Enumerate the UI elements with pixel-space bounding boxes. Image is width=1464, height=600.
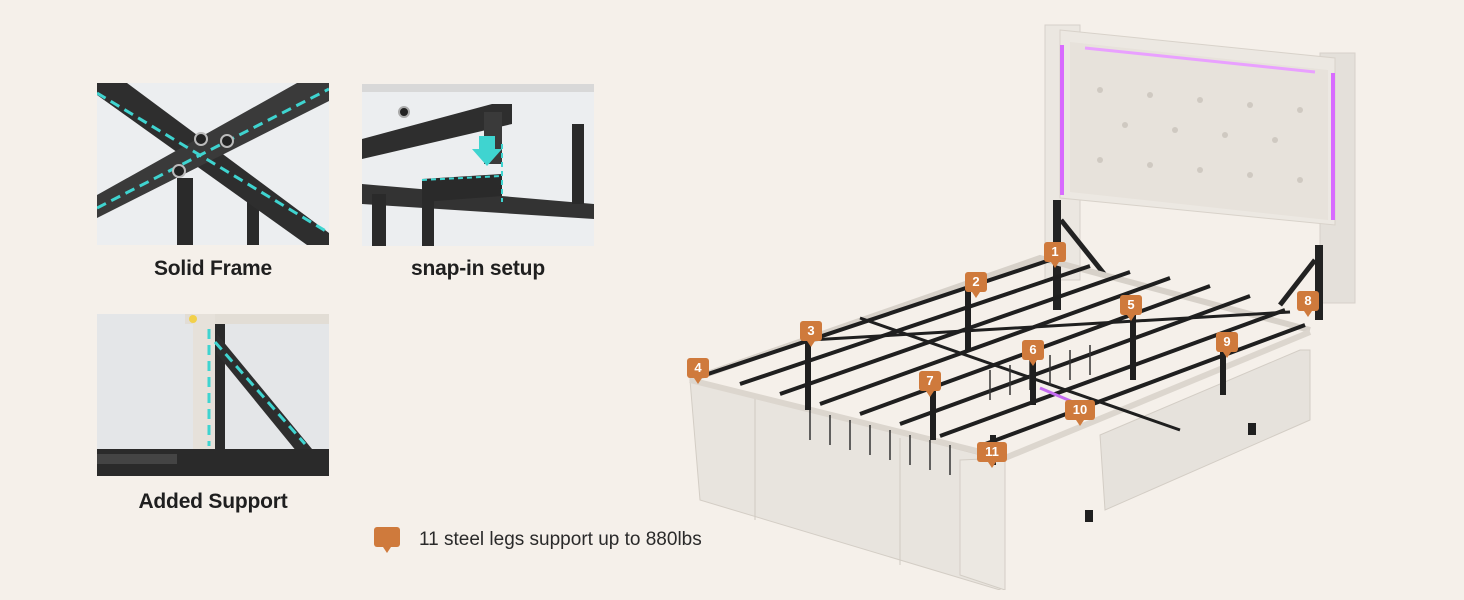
leg-tag-label-9: 9 xyxy=(1223,334,1230,349)
bed-frame-illustration: 1 2 3 4 5 6 7 8 9 10 xyxy=(687,24,1356,590)
added-support-image xyxy=(97,314,329,476)
leg-tag-7: 7 xyxy=(919,371,941,397)
leg-tag-label-6: 6 xyxy=(1029,342,1036,357)
solid-frame-image xyxy=(97,83,329,245)
snap-in-setup-image xyxy=(362,84,594,246)
leg-tag-label-2: 2 xyxy=(972,274,979,289)
leg-tag-1: 1 xyxy=(1044,242,1066,268)
added-support-caption: Added Support xyxy=(138,490,288,513)
leg-tag-6: 6 xyxy=(1022,340,1044,366)
solid-frame-caption: Solid Frame xyxy=(154,257,272,280)
leg-tag-5: 5 xyxy=(1120,295,1142,321)
leg-tag-label-11: 11 xyxy=(985,444,999,459)
leg-tag-2: 2 xyxy=(965,272,987,298)
leg-tag-label-10: 10 xyxy=(1073,402,1087,417)
leg-tag-8: 8 xyxy=(1297,291,1319,317)
snap-in-setup-caption: snap-in setup xyxy=(411,257,545,280)
leg-tag-label-4: 4 xyxy=(694,360,702,375)
leg-tag-10: 10 xyxy=(1065,400,1095,426)
legend-text: 11 steel legs support up to 880lbs xyxy=(419,529,702,550)
leg-tag-3: 3 xyxy=(800,321,822,347)
leg-tag-label-5: 5 xyxy=(1127,297,1134,312)
leg-tag-label-3: 3 xyxy=(807,323,814,338)
legend: 11 steel legs support up to 880lbs xyxy=(373,526,702,554)
leg-tag-9: 9 xyxy=(1216,332,1238,358)
leg-tag-icon xyxy=(374,527,400,553)
leg-tag-label-7: 7 xyxy=(926,373,933,388)
leg-tag-label-8: 8 xyxy=(1304,293,1311,308)
leg-tag-11: 11 xyxy=(977,442,1007,468)
leg-tag-4: 4 xyxy=(687,358,709,384)
leg-tag-label-1: 1 xyxy=(1051,244,1058,259)
